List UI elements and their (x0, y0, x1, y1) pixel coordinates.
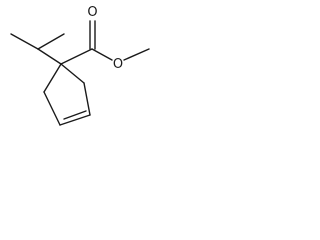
ester-oxygen-label: O (113, 57, 123, 72)
isopropyl-methyl-bond-right (37, 33, 65, 50)
ring-bond-right-to-quaternary (60, 63, 85, 84)
ester-oxygen-to-methyl-bond (123, 48, 150, 61)
carbonyl-to-ester-oxygen-bond (91, 48, 113, 61)
ring-bond-quaternary-to-left (43, 63, 62, 93)
isopropyl-to-ring-bond (37, 48, 62, 65)
ring-bond-alkene-to-right (83, 82, 91, 116)
ring-to-carbonyl-bond (60, 48, 93, 65)
ring-alkene-inner-bond (63, 110, 87, 120)
ring-alkene-bond (59, 114, 91, 126)
carbonyl-oxygen-label: O (87, 5, 97, 20)
chemical-structure-diagram: O O (10, 5, 150, 126)
ring-bond-left-to-alkene (43, 91, 61, 126)
isopropyl-methyl-bond-left (10, 33, 39, 50)
